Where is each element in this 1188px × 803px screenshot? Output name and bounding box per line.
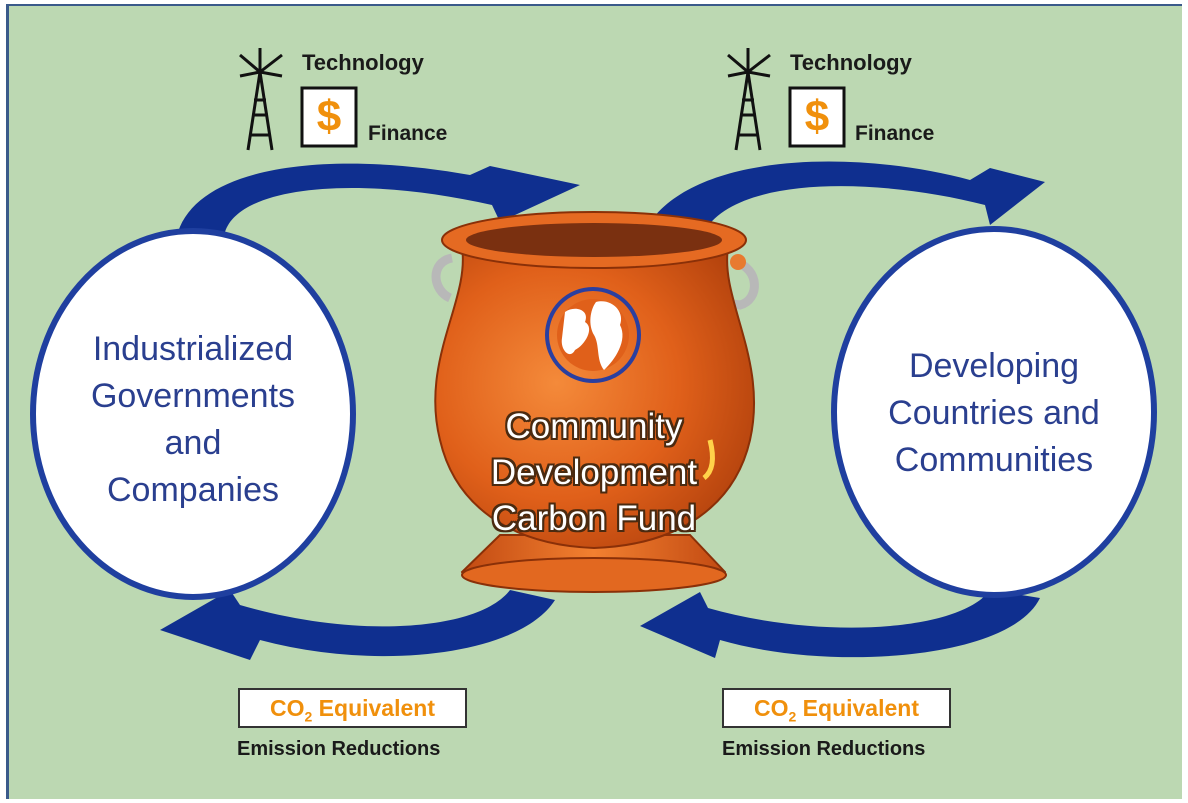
curved-arrow-icon: [645, 161, 1045, 230]
fund-label: Community Development Carbon Fund: [444, 404, 744, 542]
developing-line: Developing: [908, 347, 1080, 385]
developing-circle: [831, 226, 1157, 598]
industrialized-circle: [30, 228, 356, 600]
curved-arrow-icon: [640, 590, 1040, 658]
technology-label-left: Technology: [302, 50, 424, 75]
emission-reductions-left: Emission Reductions: [237, 738, 441, 760]
finance-label-right: Finance: [855, 122, 935, 145]
co2-suffix: Equivalent: [796, 695, 919, 721]
co2-equivalent-box-left: CO2 Equivalent: [238, 688, 467, 728]
co2-subscript: 2: [788, 708, 797, 725]
dollar-sign: $: [804, 92, 830, 141]
developing-line: Communities: [894, 441, 1094, 479]
co2-subscript: 2: [304, 708, 313, 725]
fund-line: Carbon Fund: [491, 499, 697, 538]
industrialized-line: Industrialized: [92, 330, 294, 368]
co2-prefix: CO: [270, 695, 305, 721]
windmill-icon: [239, 48, 283, 151]
curved-arrow-icon: [178, 163, 580, 232]
dollar-icon: [788, 86, 846, 148]
technology-label-right: Technology: [790, 50, 912, 75]
industrialized-line: Governments: [90, 377, 296, 415]
co2-suffix: Equivalent: [312, 695, 435, 721]
dollar-icon: [300, 86, 358, 148]
fund-line: Development: [490, 453, 698, 492]
windmill-icon: [727, 48, 771, 151]
dollar-sign: $: [316, 92, 342, 141]
curved-arrow-icon: [160, 590, 555, 660]
co2-prefix: CO: [754, 695, 789, 721]
pot-body: [434, 247, 755, 550]
emission-reductions-right: Emission Reductions: [722, 738, 926, 760]
industrialized-line: Companies: [107, 471, 279, 509]
industrialized-line: and: [164, 424, 222, 462]
developing-label: Developing Countries and Communities: [834, 343, 1154, 484]
fund-line: Community: [505, 407, 683, 446]
developing-line: Countries and: [888, 394, 1100, 432]
globe-logo-icon: [545, 287, 641, 383]
industrialized-label: Industrialized Governments and Companies: [33, 326, 353, 514]
co2-equivalent-box-right: CO2 Equivalent: [722, 688, 951, 728]
finance-label-left: Finance: [368, 122, 448, 145]
pot-handle-left: [431, 253, 454, 303]
